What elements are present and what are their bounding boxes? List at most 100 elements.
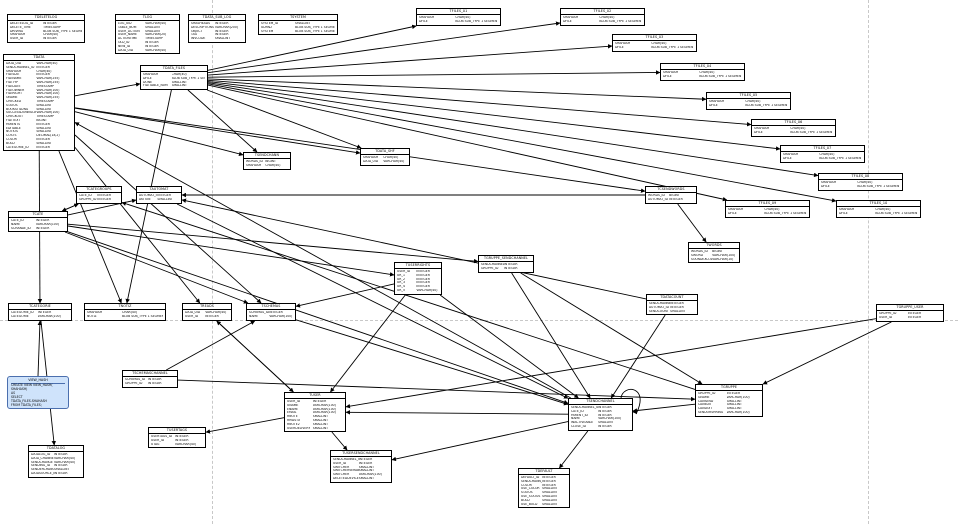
table-tdatacount[interactable]: TDATACOUNTSENDCHANNEL_IDINTEGERAUTOMAT_I… [646, 294, 698, 316]
column-type: TIMESTAMP [145, 37, 163, 41]
column-name: DFILE [615, 45, 624, 49]
column-name: GRUPPE_ID [79, 197, 97, 201]
relationship-line [207, 78, 707, 102]
table-title: TDATA [4, 55, 74, 61]
table-tgruppe-sendchannel[interactable]: TGRUPPE_SENDCHANNELSENDCHANNEL_IDINTEGER… [478, 255, 534, 273]
relationship-line [439, 294, 579, 399]
column-name: SHAHASH [754, 127, 770, 130]
view-box[interactable]: VIEW_HASH CREATE VIEW VIEW_HASH( SHAHASH… [7, 376, 69, 410]
column-type: VARCHAR(100) [36, 111, 60, 115]
column-name: RNOTE [287, 415, 298, 419]
column-name: SCHANAE_ID [11, 226, 31, 230]
column-name: WORDS_ID [246, 160, 263, 163]
column-name: AUTOMAT_ID [649, 305, 669, 309]
column-name: USER_ACTION [118, 29, 140, 33]
column-name: SHAHASH [839, 208, 855, 211]
column-type: INTEGER [174, 438, 189, 442]
column-name: NAME [11, 222, 21, 226]
column-name: BOOKSTILUNG [6, 107, 29, 111]
table-title: TDATACOUNT [647, 295, 697, 301]
column-name: COLOR [521, 483, 532, 487]
column-type: VARCHAR(100) [269, 314, 293, 318]
relationship-line [181, 198, 647, 300]
table-title: TUSER [285, 393, 345, 399]
column-type: INTEGER [54, 464, 68, 468]
table-tdefault[interactable]: TDEFAULTDEFAULT_IDINTEGERSENDCHANN_IDINT… [518, 468, 570, 509]
column-name: SHAHASH [563, 16, 579, 19]
table-title: TFILES_10 [837, 201, 920, 207]
column-type: VARCHAR(40) [145, 48, 167, 52]
table-title: TSCHEMAS [247, 304, 295, 310]
relationship-line [331, 431, 348, 451]
column-type: INTEGER [145, 40, 159, 44]
table-title: TFILES_08 [819, 174, 902, 180]
column-type: CHAR(40) [764, 208, 780, 211]
column-type: CHAR(40) [790, 127, 806, 130]
column-name: DFILE [709, 103, 718, 107]
column-type: BLOB SUB_TYPE 1 SEGMENT SIZE 512 [699, 74, 742, 78]
column-type: VARCHAR(40) [54, 460, 76, 464]
column-type: INTEGER [542, 479, 556, 483]
column-type: SMALLINT [312, 426, 329, 430]
column-type: VARCHAR(40) [36, 62, 58, 65]
column-name: FILERIGHT [6, 92, 23, 96]
column-name: WORDS_ID [648, 194, 665, 197]
column-name: FILEOWNER [6, 88, 25, 92]
column-type: BLOB SUB_TYPE 1 SEGMENT SIZE 512 [651, 45, 694, 49]
